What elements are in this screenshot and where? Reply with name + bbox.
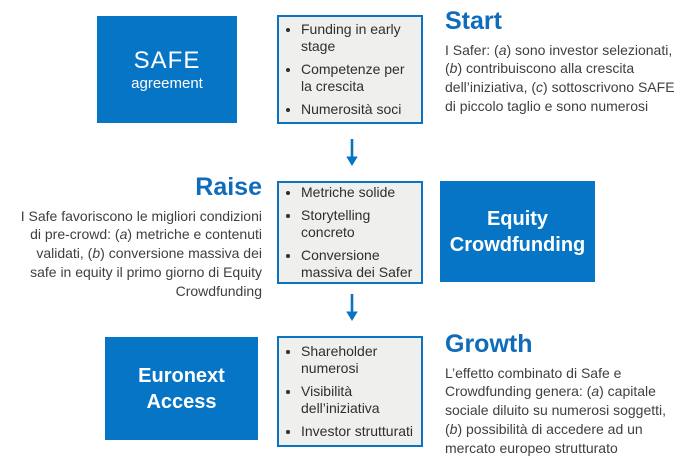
raise-bullet-item: Storytelling concreto <box>301 207 415 241</box>
growth-paragraph: L’effetto combinato di Safe e Crowdfundi… <box>445 364 667 456</box>
safe-agreement-box: SAFE agreement <box>97 16 237 123</box>
raise-bullets-panel: Metriche solide Storytelling concreto Co… <box>277 181 423 284</box>
start-bullet-item: Numerosità soci <box>301 101 415 118</box>
start-bullet-item: Funding in early stage <box>301 21 415 55</box>
equity-crowdfunding-box: Equity Crowdfunding <box>440 181 595 282</box>
start-bullets-panel: Funding in early stage Competenze per la… <box>277 15 423 124</box>
growth-bullet-list: Shareholder numerosi Visibilità dell’ini… <box>279 337 421 446</box>
growth-heading: Growth <box>445 330 533 358</box>
start-heading: Start <box>445 7 502 35</box>
euronext-box-title: Euronext Access <box>138 364 225 413</box>
raise-bullet-item: Metriche solide <box>301 184 415 201</box>
growth-bullet-item: Shareholder numerosi <box>301 343 415 377</box>
start-bullet-list: Funding in early stage Competenze per la… <box>279 15 421 124</box>
raise-bullet-list: Metriche solide Storytelling concreto Co… <box>279 178 421 287</box>
raise-heading: Raise <box>195 173 262 201</box>
growth-bullets-panel: Shareholder numerosi Visibilità dell’ini… <box>277 336 423 447</box>
growth-section: Growth L’effetto combinato di Safe e Cro… <box>445 330 687 457</box>
raise-paragraph: I Safe favoriscono le migliori condizion… <box>20 207 262 299</box>
down-arrow-icon <box>343 292 361 322</box>
euronext-access-box: Euronext Access <box>105 337 258 440</box>
down-arrow-icon <box>343 137 361 167</box>
raise-section: Raise I Safe favoriscono le migliori con… <box>12 173 262 300</box>
growth-bullet-item: Visibilità dell’iniziativa <box>301 383 415 417</box>
growth-bullet-item: Investor strutturati <box>301 423 415 440</box>
start-bullet-item: Competenze per la crescita <box>301 61 415 95</box>
start-paragraph: I Safer: (a) sono investor selezionati, … <box>445 41 675 114</box>
start-section: Start I Safer: (a) sono investor selezio… <box>445 7 685 116</box>
safe-box-title: SAFE <box>133 46 201 74</box>
raise-bullet-item: Conversione massiva dei Safer <box>301 247 415 281</box>
safe-box-subtitle: agreement <box>131 75 203 93</box>
equity-box-title: Equity Crowdfunding <box>449 207 586 256</box>
